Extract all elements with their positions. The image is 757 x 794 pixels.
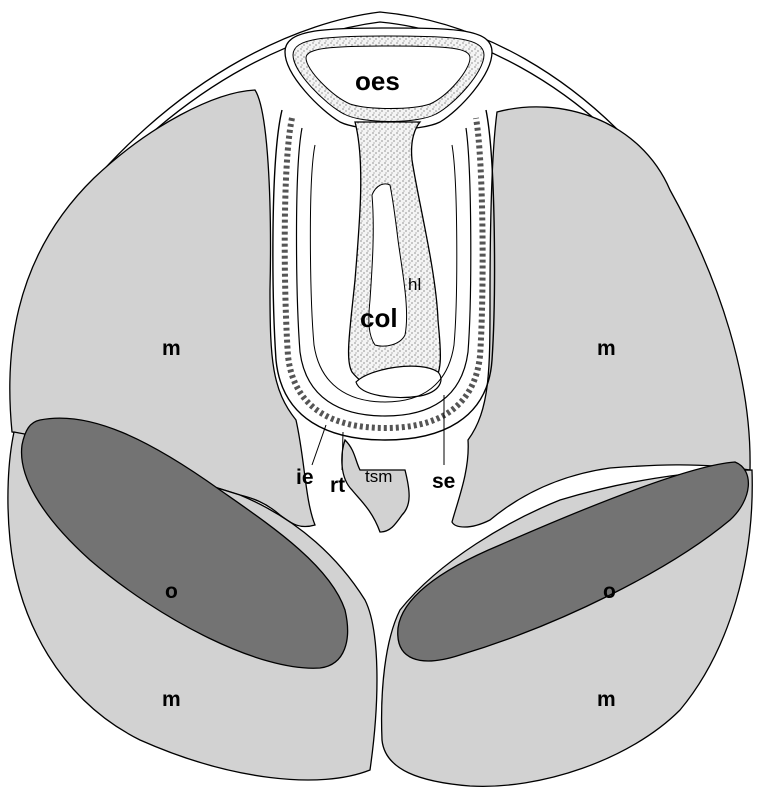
label-m-lower-right: m (597, 688, 616, 711)
label-oes: oes (355, 66, 400, 96)
label-hl: hl (408, 275, 421, 294)
label-tsm: tsm (365, 467, 392, 486)
muscle-upper-right (452, 107, 750, 527)
label-col: col (360, 303, 398, 333)
label-o-right: o (603, 580, 616, 603)
ie-leader-line (312, 425, 326, 465)
label-m-lower-left: m (162, 688, 181, 711)
label-ie: ie (296, 466, 314, 489)
label-m-upper-left: m (162, 337, 181, 360)
label-rt: rt (330, 474, 345, 497)
label-se: se (432, 470, 455, 493)
tsm-region (342, 440, 409, 532)
label-m-upper-right: m (597, 337, 616, 360)
label-o-left: o (165, 580, 178, 603)
